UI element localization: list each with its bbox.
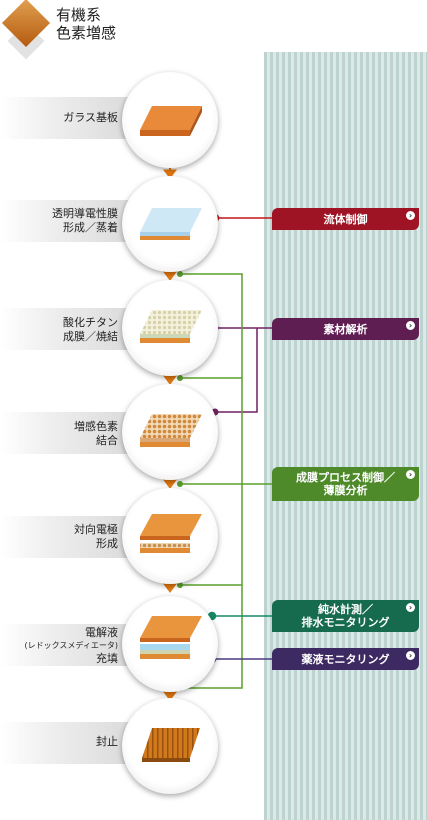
step-5-text-1: 対向電極 bbox=[74, 523, 118, 536]
title-line-1: 有機系 bbox=[56, 6, 102, 24]
dye-sensitized-layer-icon bbox=[140, 414, 202, 447]
step-6-text-3: 充填 bbox=[96, 652, 118, 665]
tag-material-analysis[interactable]: 素材解析 › bbox=[272, 318, 419, 340]
glass-substrate-icon bbox=[140, 106, 202, 136]
step-label-2: 透明導電性膜 形成／蒸着 bbox=[0, 207, 118, 235]
striped-background-panel bbox=[264, 52, 427, 820]
tag-pure-water-label-1: 純水計測／ bbox=[318, 603, 373, 616]
tag-fluid-control[interactable]: 流体制御 › bbox=[272, 208, 419, 230]
step-2-text-1: 透明導電性膜 bbox=[52, 207, 118, 220]
step-circle-3 bbox=[122, 280, 218, 376]
tag-pure-water-label-2: 排水モニタリング bbox=[301, 616, 390, 629]
step-2-text-2: 形成／蒸着 bbox=[63, 221, 118, 234]
arrow-right-icon: › bbox=[406, 321, 415, 330]
tag-material-analysis-label: 素材解析 bbox=[323, 322, 368, 336]
step-circle-7 bbox=[122, 698, 218, 794]
step-circle-2 bbox=[122, 176, 218, 272]
step-label-6: 電解液 (レドックスメディエータ) 充填 bbox=[0, 626, 118, 665]
step-6-text-2: (レドックスメディエータ) bbox=[24, 641, 118, 650]
tag-pure-water-monitoring[interactable]: 純水計測／ 排水モニタリング › bbox=[272, 600, 419, 632]
arrow-right-icon: › bbox=[406, 211, 415, 220]
arrow-right-icon: › bbox=[406, 470, 415, 479]
electrolyte-filling-icon bbox=[140, 616, 202, 659]
tag-film-process-label-2: 薄膜分析 bbox=[323, 484, 368, 497]
title-line-2: 色素増感 bbox=[56, 24, 117, 42]
step-circle-6 bbox=[122, 596, 218, 692]
step-4-text-2: 結合 bbox=[96, 434, 118, 447]
arrow-right-icon: › bbox=[406, 651, 415, 660]
step-label-4: 増感色素 結合 bbox=[0, 420, 118, 448]
step-3-text-1: 酸化チタン bbox=[63, 316, 118, 329]
tag-film-process-label-1: 成膜プロセス制御／ bbox=[296, 471, 395, 484]
step-circle-5 bbox=[122, 488, 218, 584]
page-title: 有機系 色素増感 bbox=[56, 6, 116, 42]
tag-chemical-monitoring[interactable]: 薬液モニタリング › bbox=[272, 648, 419, 670]
step-6-text-1: 電解液 bbox=[85, 626, 118, 639]
step-label-1: ガラス基板 bbox=[0, 111, 118, 125]
titanium-oxide-layer-icon bbox=[140, 310, 202, 343]
step-3-text-2: 成膜／焼結 bbox=[63, 330, 118, 343]
tag-film-process-control[interactable]: 成膜プロセス制御／ 薄膜分析 › bbox=[272, 467, 419, 501]
tag-chemical-monitoring-label: 薬液モニタリング bbox=[301, 652, 390, 666]
sealed-cell-icon bbox=[142, 728, 200, 762]
arrow-right-icon: › bbox=[406, 603, 415, 612]
step-4-text-1: 増感色素 bbox=[74, 420, 118, 433]
step-1-text: ガラス基板 bbox=[63, 111, 118, 124]
step-label-5: 対向電極 形成 bbox=[0, 523, 118, 551]
step-circle-1 bbox=[122, 72, 218, 168]
step-label-7: 封止 bbox=[0, 735, 118, 749]
tag-fluid-control-label: 流体制御 bbox=[323, 212, 368, 226]
conductive-film-icon bbox=[140, 208, 202, 240]
step-7-text: 封止 bbox=[96, 735, 118, 748]
step-5-text-2: 形成 bbox=[96, 537, 118, 550]
step-circle-4 bbox=[122, 384, 218, 480]
step-label-3: 酸化チタン 成膜／焼結 bbox=[0, 316, 118, 344]
counter-electrode-icon bbox=[140, 514, 202, 553]
